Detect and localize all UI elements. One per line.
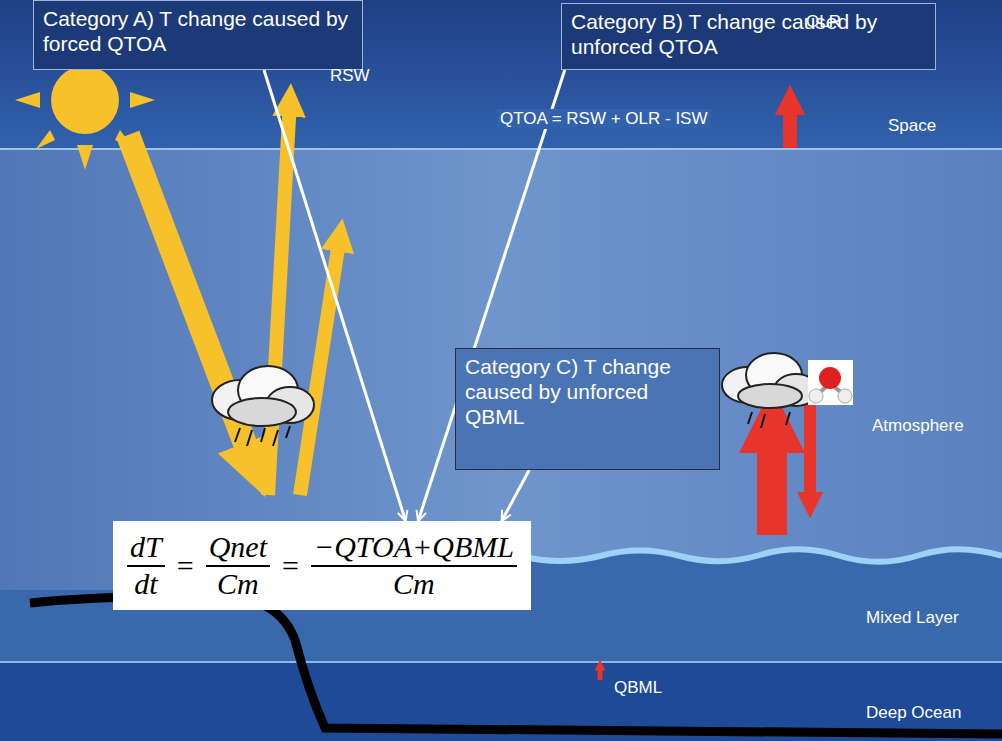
- downward-heat-arrow: [804, 395, 816, 505]
- layer-label: Deep Ocean: [866, 703, 961, 723]
- olr-arrow: [783, 100, 797, 148]
- equation-box: dTdt=QnetCm=−QTOA+QBMLCm: [113, 521, 531, 610]
- equation-label: QTOA = RSW + OLR - ISW: [497, 109, 711, 129]
- category-box: Category A) T change caused by forced QT…: [33, 0, 363, 70]
- flux-label: RSW: [330, 66, 370, 86]
- fraction: QnetCm: [206, 530, 270, 601]
- flux-label: OLR: [806, 12, 841, 32]
- qbml-arrow: [598, 665, 603, 680]
- category-box: Category B) T change caused by unforced …: [561, 3, 936, 70]
- rain-cloud: [722, 353, 818, 428]
- sea-floor: [30, 596, 1002, 734]
- layer-label: Mixed Layer: [866, 608, 959, 628]
- numerator: dT: [127, 530, 165, 567]
- category-box: Category C) T change caused by unforced …: [455, 348, 720, 470]
- fraction: −QTOA+QBMLCm: [311, 530, 517, 601]
- pointer-arrow: [502, 470, 529, 521]
- denominator: Cm: [214, 567, 262, 602]
- category-text: Category A) T change caused by forced QT…: [43, 6, 353, 56]
- category-text: Category C) T change caused by unforced …: [465, 354, 710, 430]
- pointer-arrow: [264, 70, 406, 521]
- layer-label: Space: [888, 116, 936, 136]
- numerator: Qnet: [206, 530, 270, 567]
- upward-heat-arrow: [757, 420, 787, 535]
- mixed-layer-boundary: [0, 661, 1002, 663]
- rain-cloud: [212, 366, 314, 446]
- equals-sign: =: [177, 548, 194, 584]
- equals-sign: =: [282, 548, 299, 584]
- numerator: −QTOA+QBML: [311, 530, 517, 567]
- denominator: dt: [131, 567, 160, 602]
- space-boundary: [0, 148, 1002, 150]
- category-text: Category B) T change caused by unforced …: [571, 9, 926, 59]
- flux-label: QBML: [614, 678, 662, 698]
- top-band: [0, 0, 1002, 150]
- layer-label: Atmosphere: [872, 416, 964, 436]
- reflected-shortwave-arrow: [300, 235, 340, 495]
- fraction: dTdt: [127, 530, 165, 601]
- water-molecule: [808, 360, 853, 405]
- denominator: Cm: [390, 567, 438, 602]
